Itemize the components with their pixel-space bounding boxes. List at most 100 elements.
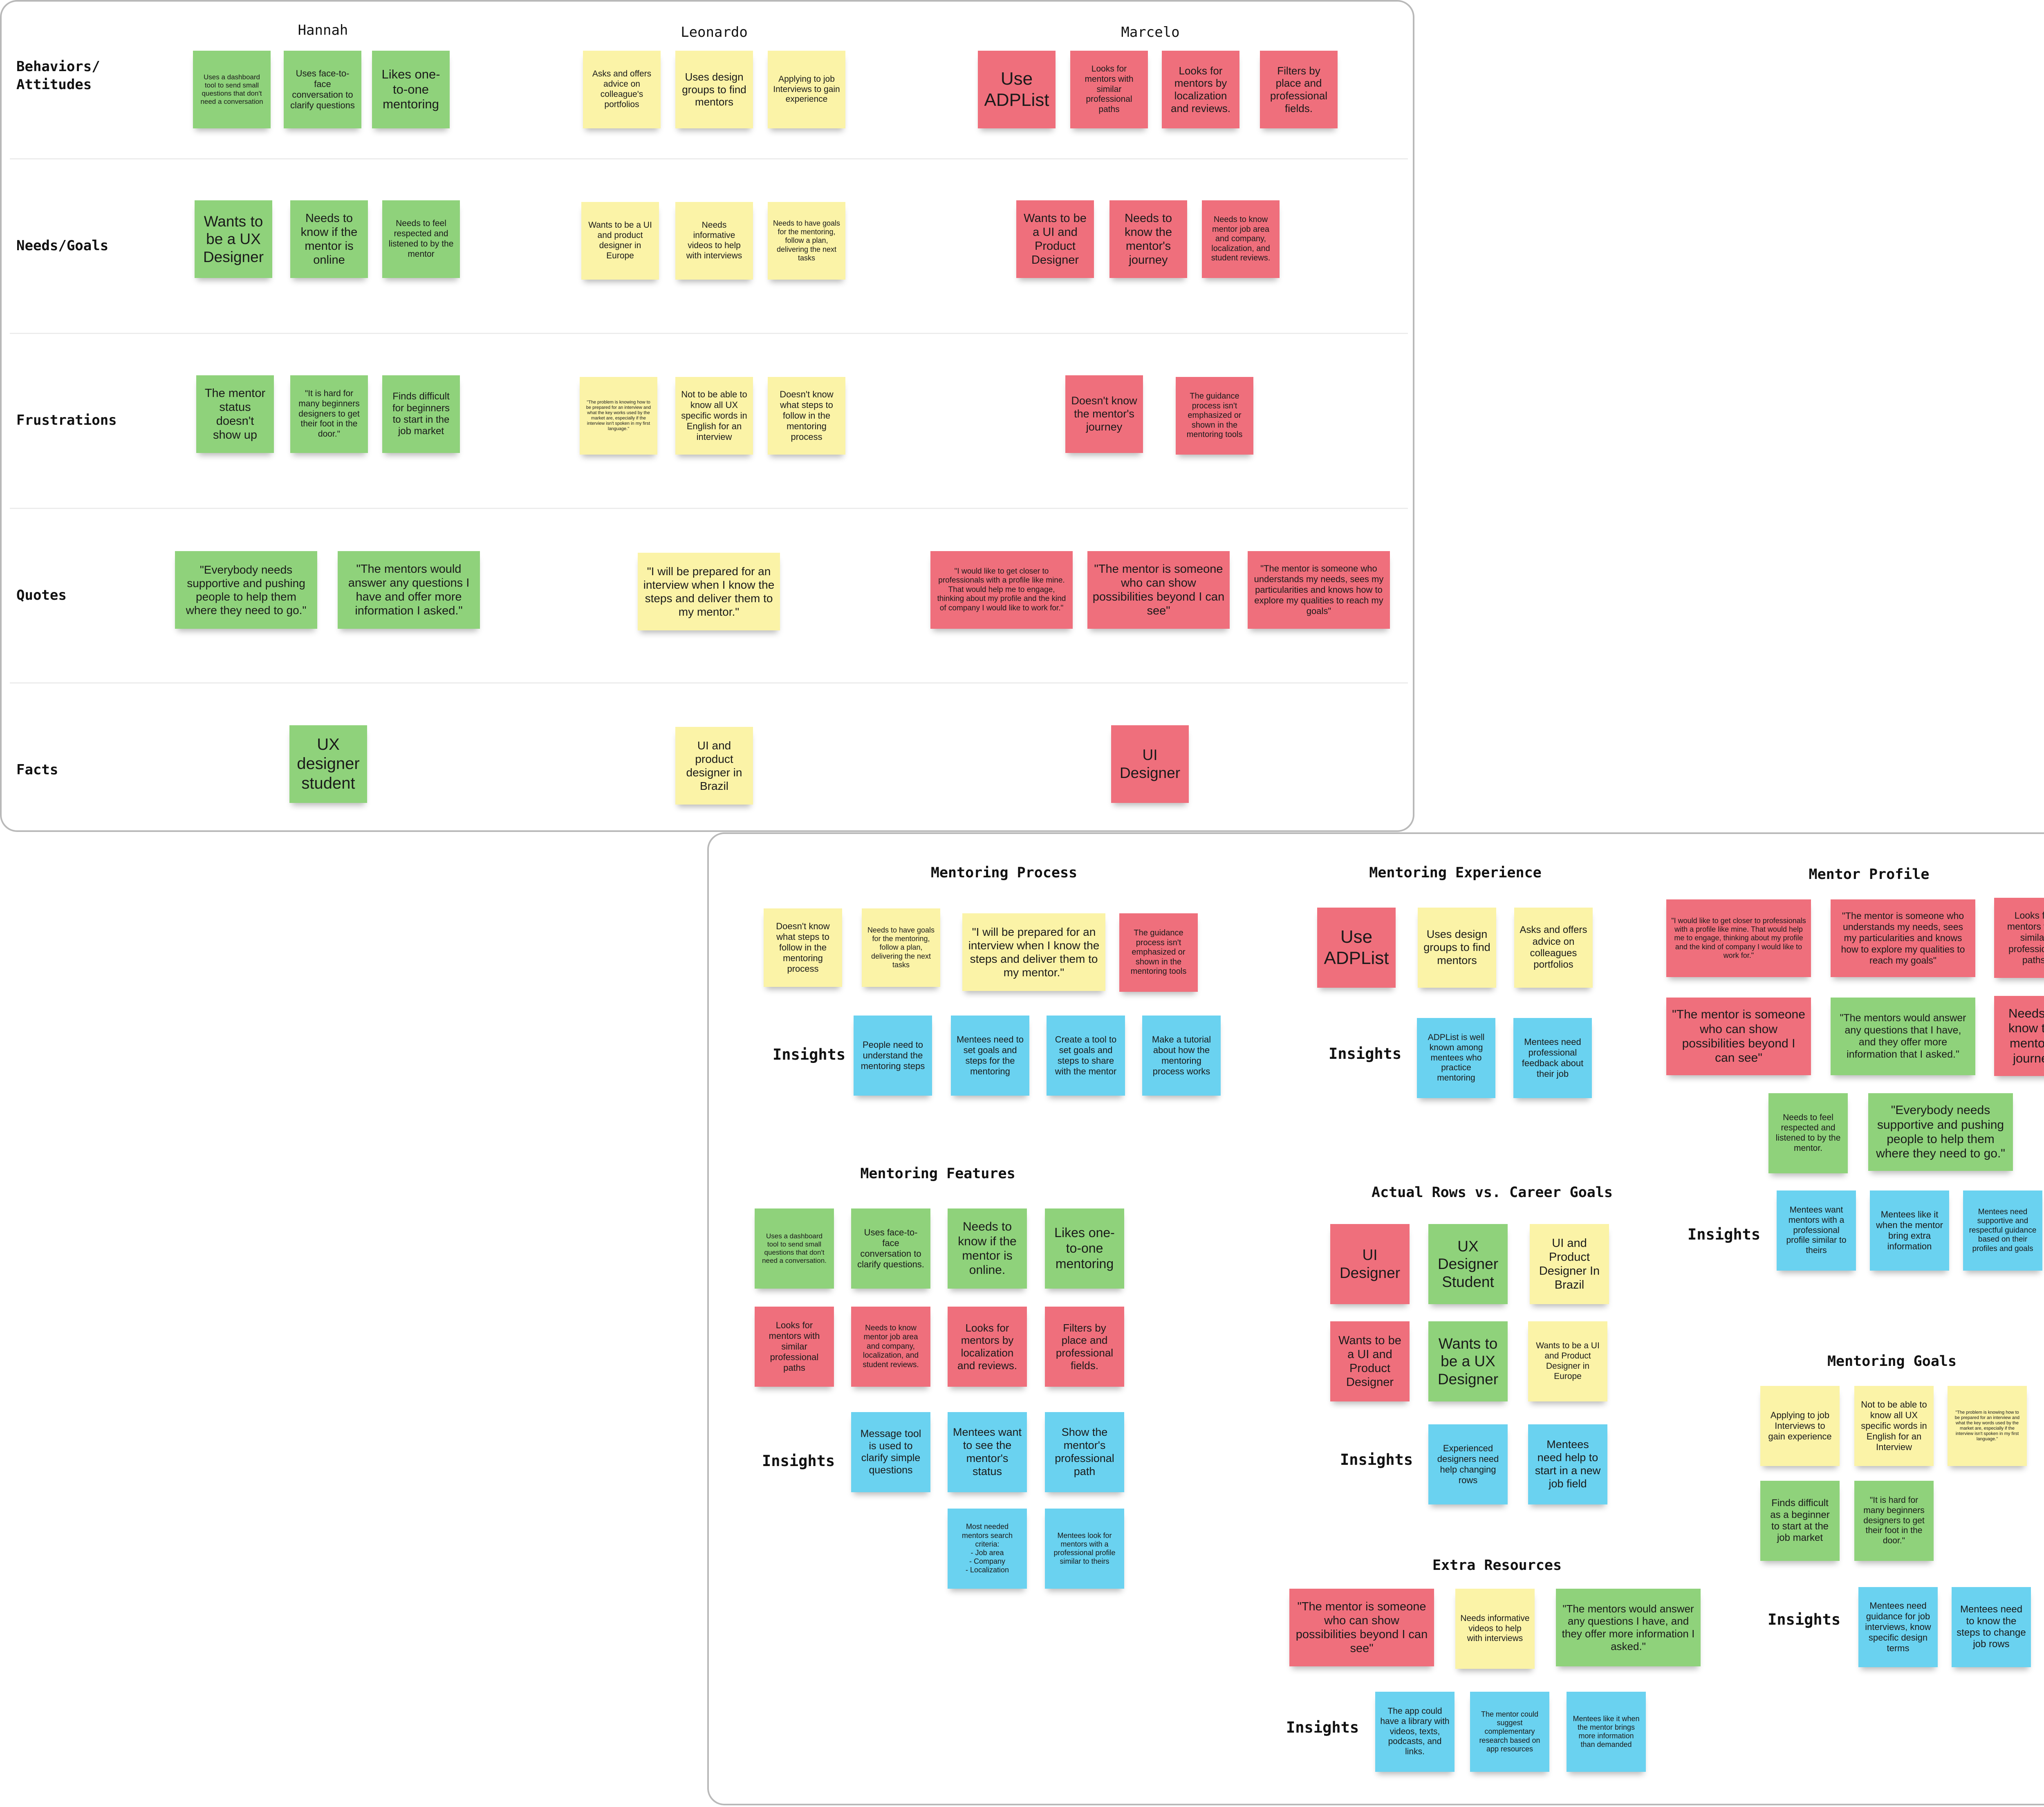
- sticky-note[interactable]: Wants to be a UI and Product Designer: [1016, 200, 1094, 278]
- sticky-note[interactable]: Not to be able to know all UX specific w…: [1854, 1386, 1934, 1466]
- sticky-note[interactable]: Doesn't know what steps to follow in the…: [764, 908, 842, 987]
- sticky-note[interactable]: "The mentor is someone who can show poss…: [1666, 998, 1811, 1075]
- sticky-note[interactable]: "Everybody needs supportive and pushing …: [175, 551, 317, 629]
- insight-note[interactable]: Mentees need help to start in a new job …: [1528, 1424, 1607, 1504]
- sticky-note[interactable]: Looks for mentors by localization and re…: [948, 1307, 1027, 1387]
- sticky-note[interactable]: Uses a dashboard tool to send small ques…: [193, 51, 271, 128]
- sticky-note[interactable]: Finds difficult as a beginner to start a…: [1760, 1481, 1840, 1561]
- insight-note[interactable]: Mentees want mentors with a professional…: [1777, 1190, 1856, 1271]
- section-title-extra-resources: Extra Resources: [1432, 1557, 1562, 1574]
- sticky-note[interactable]: Looks for mentors with similar professio…: [755, 1307, 834, 1387]
- sticky-note[interactable]: Needs to know the mentor's journey: [1109, 200, 1187, 278]
- sticky-note[interactable]: Asks and offers advice on colleagues por…: [1514, 908, 1593, 988]
- sticky-note[interactable]: Needs to know mentor job area and compan…: [851, 1307, 930, 1387]
- insight-note[interactable]: Mentees like it when the mentor bring ex…: [1870, 1190, 1949, 1271]
- sticky-note[interactable]: Needs informative videos to help with in…: [1455, 1589, 1535, 1669]
- sticky-note[interactable]: "The problem is knowing how to be prepar…: [580, 377, 657, 455]
- sticky-note[interactable]: "The mentor is someone who understands m…: [1831, 899, 1975, 977]
- sticky-note[interactable]: Likes one-to-one mentoring: [1045, 1208, 1124, 1289]
- sticky-note[interactable]: Needs to have goals for the mentoring, f…: [768, 202, 845, 280]
- sticky-note[interactable]: "The mentor is someone who can show poss…: [1087, 551, 1230, 629]
- sticky-note[interactable]: "The mentor is someone who understands m…: [1248, 551, 1390, 629]
- sticky-note[interactable]: Applying to job Interviews to gain exper…: [1760, 1386, 1840, 1466]
- sticky-note[interactable]: Filters by place and professional fields…: [1045, 1307, 1124, 1387]
- insight-note[interactable]: The mentor could suggest complementary r…: [1470, 1692, 1549, 1772]
- insight-note[interactable]: Mentees need supportive and respectful g…: [1963, 1190, 2042, 1271]
- insight-note[interactable]: Most needed mentors search criteria: - J…: [948, 1509, 1027, 1589]
- insight-note[interactable]: Mentees look for mentors with a professi…: [1045, 1509, 1124, 1589]
- sticky-note[interactable]: Wants to be a UX Designer: [195, 200, 272, 278]
- sticky-note[interactable]: Needs to have goals for the mentoring, f…: [862, 908, 940, 987]
- sticky-note[interactable]: "I will be prepared for an interview whe…: [638, 553, 780, 630]
- row-divider: [10, 682, 1408, 684]
- sticky-note[interactable]: The guidance process isn't emphasized or…: [1176, 377, 1253, 455]
- sticky-note[interactable]: Wants to be a UI and Product Designer in…: [1528, 1321, 1607, 1401]
- sticky-note[interactable]: UI Designer: [1330, 1224, 1410, 1304]
- insight-note[interactable]: Mentees need to know the steps to change…: [1952, 1587, 2031, 1667]
- sticky-note[interactable]: "I would like to get closer to professio…: [930, 551, 1073, 629]
- sticky-note[interactable]: "It is hard for many beginners designers…: [290, 375, 368, 453]
- sticky-note[interactable]: "The mentors would answer any questions …: [1556, 1589, 1701, 1666]
- sticky-note[interactable]: Needs informative videos to help with in…: [675, 202, 753, 280]
- sticky-note[interactable]: Needs to know if the mentor is online.: [948, 1208, 1027, 1289]
- sticky-note[interactable]: UI and Product Designer In Brazil: [1530, 1224, 1609, 1304]
- sticky-note[interactable]: The mentor status doesn't show up: [196, 375, 274, 453]
- insight-note[interactable]: The app could have a library with videos…: [1375, 1692, 1455, 1772]
- insight-note[interactable]: Create a tool to set goals and steps to …: [1047, 1016, 1125, 1096]
- sticky-note[interactable]: Finds difficult for beginners to start i…: [382, 375, 460, 453]
- insight-note[interactable]: Message tool is used to clarify simple q…: [851, 1412, 930, 1492]
- insights-label: Insights: [1340, 1451, 1413, 1468]
- sticky-note[interactable]: Use ADPList: [978, 51, 1056, 128]
- sticky-note[interactable]: "The mentor is someone who can show poss…: [1289, 1589, 1434, 1666]
- sticky-note[interactable]: Doesn't know the mentor's journey: [1065, 375, 1143, 453]
- sticky-note[interactable]: Needs to know mentor job area and compan…: [1202, 200, 1280, 278]
- sticky-note[interactable]: Needs to know if the mentor is online: [290, 200, 368, 278]
- sticky-note[interactable]: Wants to be a UI and Product Designer: [1330, 1321, 1410, 1401]
- sticky-note[interactable]: Filters by place and professional fields…: [1260, 51, 1338, 128]
- sticky-note[interactable]: Not to be able to know all UX specific w…: [675, 377, 753, 455]
- sticky-note[interactable]: UX designer student: [289, 725, 367, 803]
- sticky-note[interactable]: Doesn't know what steps to follow in the…: [768, 377, 845, 455]
- sticky-note[interactable]: Applying to job Interviews to gain exper…: [768, 51, 845, 128]
- insight-note[interactable]: Mentees like it when the mentor brings m…: [1567, 1692, 1646, 1772]
- sticky-note[interactable]: Needs to feel respected and listened to …: [1768, 1093, 1848, 1173]
- sticky-note[interactable]: Needs to feel respected and listened to …: [382, 200, 460, 278]
- sticky-note[interactable]: "The mentors would answer any questions …: [1831, 998, 1975, 1075]
- insight-note[interactable]: Make a tutorial about how the mentoring …: [1142, 1016, 1221, 1096]
- sticky-note[interactable]: Uses face-to-face conversation to clarif…: [284, 51, 361, 128]
- sticky-note[interactable]: "I would like to get closer to professio…: [1666, 899, 1811, 977]
- persona-name-leonardo: Leonardo: [681, 24, 748, 40]
- sticky-note[interactable]: UX Designer Student: [1428, 1224, 1508, 1304]
- sticky-note[interactable]: UI Designer: [1111, 725, 1189, 803]
- insight-note[interactable]: People need to understand the mentoring …: [854, 1016, 932, 1096]
- sticky-note[interactable]: Asks and offers advice on colleague's po…: [583, 51, 661, 128]
- insight-note[interactable]: Mentees need guidance for job interviews…: [1858, 1587, 1938, 1667]
- sticky-note[interactable]: Wants to be a UI and product designer in…: [581, 202, 659, 280]
- sticky-note[interactable]: Uses a dashboard tool to send small ques…: [755, 1208, 834, 1289]
- insight-note[interactable]: Mentees need professional feedback about…: [1513, 1018, 1592, 1098]
- sticky-note[interactable]: "It is hard for many beginners designers…: [1854, 1481, 1934, 1561]
- insights-label: Insights: [1768, 1611, 1841, 1628]
- sticky-note[interactable]: "The mentors would answer any questions …: [338, 551, 480, 629]
- sticky-note[interactable]: Wants to be a UX Designer: [1428, 1321, 1508, 1401]
- insight-note[interactable]: Show the mentor's professional path: [1045, 1412, 1124, 1492]
- sticky-note[interactable]: Looks for mentors with similar professio…: [1070, 51, 1148, 128]
- sticky-note[interactable]: Looks for mentors with similar professio…: [1994, 898, 2044, 978]
- sticky-note[interactable]: Uses face-to-face conversation to clarif…: [851, 1208, 930, 1289]
- sticky-note[interactable]: "The problem is knowing how to be prepar…: [1948, 1386, 2027, 1466]
- sticky-note[interactable]: Looks for mentors by localization and re…: [1162, 51, 1239, 128]
- sticky-note[interactable]: Uses design groups to find mentors: [1418, 908, 1496, 988]
- sticky-note[interactable]: "I will be prepared for an interview whe…: [962, 913, 1105, 991]
- sticky-note[interactable]: Likes one-to-one mentoring: [372, 51, 450, 128]
- sticky-note[interactable]: "Everybody needs supportive and pushing …: [1868, 1093, 2013, 1171]
- insight-note[interactable]: Mentees need to set goals and steps for …: [951, 1016, 1029, 1096]
- insight-note[interactable]: ADPList is well known among mentees who …: [1417, 1018, 1495, 1098]
- insight-note[interactable]: Mentees want to see the mentor's status: [948, 1412, 1027, 1492]
- sticky-note[interactable]: The guidance process isn't emphasized or…: [1119, 913, 1198, 992]
- sticky-note[interactable]: Needs to know the mentor's journey: [1994, 996, 2044, 1076]
- sticky-note[interactable]: Uses design groups to find mentors: [675, 51, 753, 128]
- insight-note[interactable]: Experienced designers need help changing…: [1428, 1424, 1508, 1504]
- insights-label: Insights: [1329, 1045, 1402, 1063]
- sticky-note[interactable]: UI and product designer in Brazil: [675, 727, 753, 805]
- sticky-note[interactable]: Use ADPList: [1317, 908, 1396, 988]
